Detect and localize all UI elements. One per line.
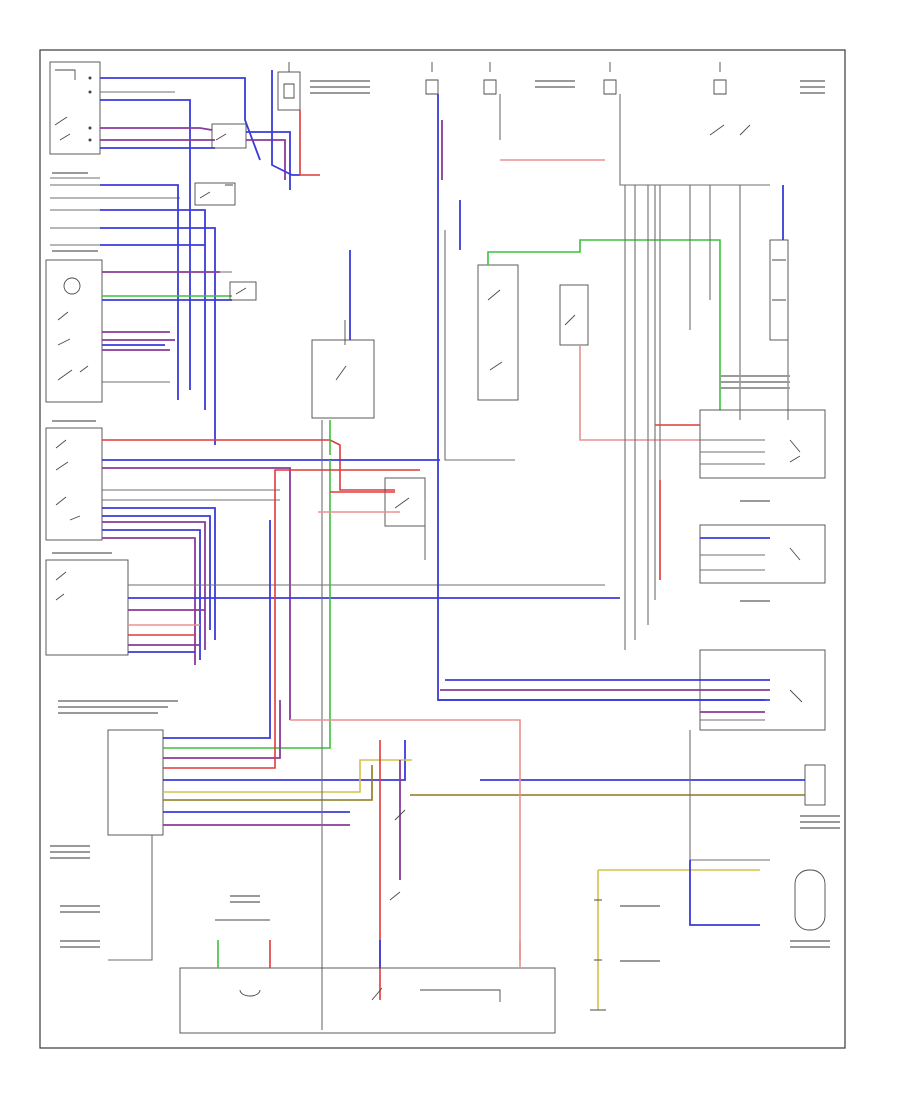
ignition-switch[interactable] xyxy=(179,919,556,1034)
hot-in-run-fuse-2 xyxy=(483,62,605,161)
top-left-switch-group xyxy=(49,61,291,390)
connector-block xyxy=(438,649,826,731)
hot-at-all-times-fuse xyxy=(271,62,320,176)
right-ground-drops xyxy=(624,185,741,650)
left-connector-group-2 xyxy=(50,177,236,445)
relay-2 xyxy=(559,284,700,441)
relay-center xyxy=(311,250,375,1030)
hot-in-run-fuse-1 xyxy=(425,62,765,701)
cruise-control-switch[interactable] xyxy=(45,427,440,720)
wiper-washer-switch[interactable] xyxy=(45,259,257,403)
actuator xyxy=(410,730,826,931)
relay-3 xyxy=(655,409,826,479)
diagram-frame xyxy=(39,49,846,1049)
relay-1 xyxy=(444,200,721,461)
hot-in-start-fuse xyxy=(590,870,606,1011)
speed-sensor xyxy=(769,185,789,420)
cruise-control-unit xyxy=(107,460,420,961)
hot-in-run-fuse-4 xyxy=(709,62,751,136)
relay-4 xyxy=(699,524,826,584)
fine-print-marks xyxy=(50,80,840,962)
main-control-switch[interactable] xyxy=(45,559,620,656)
brake-switch[interactable] xyxy=(318,477,426,560)
hot-in-run-fuse-3 xyxy=(603,62,770,186)
